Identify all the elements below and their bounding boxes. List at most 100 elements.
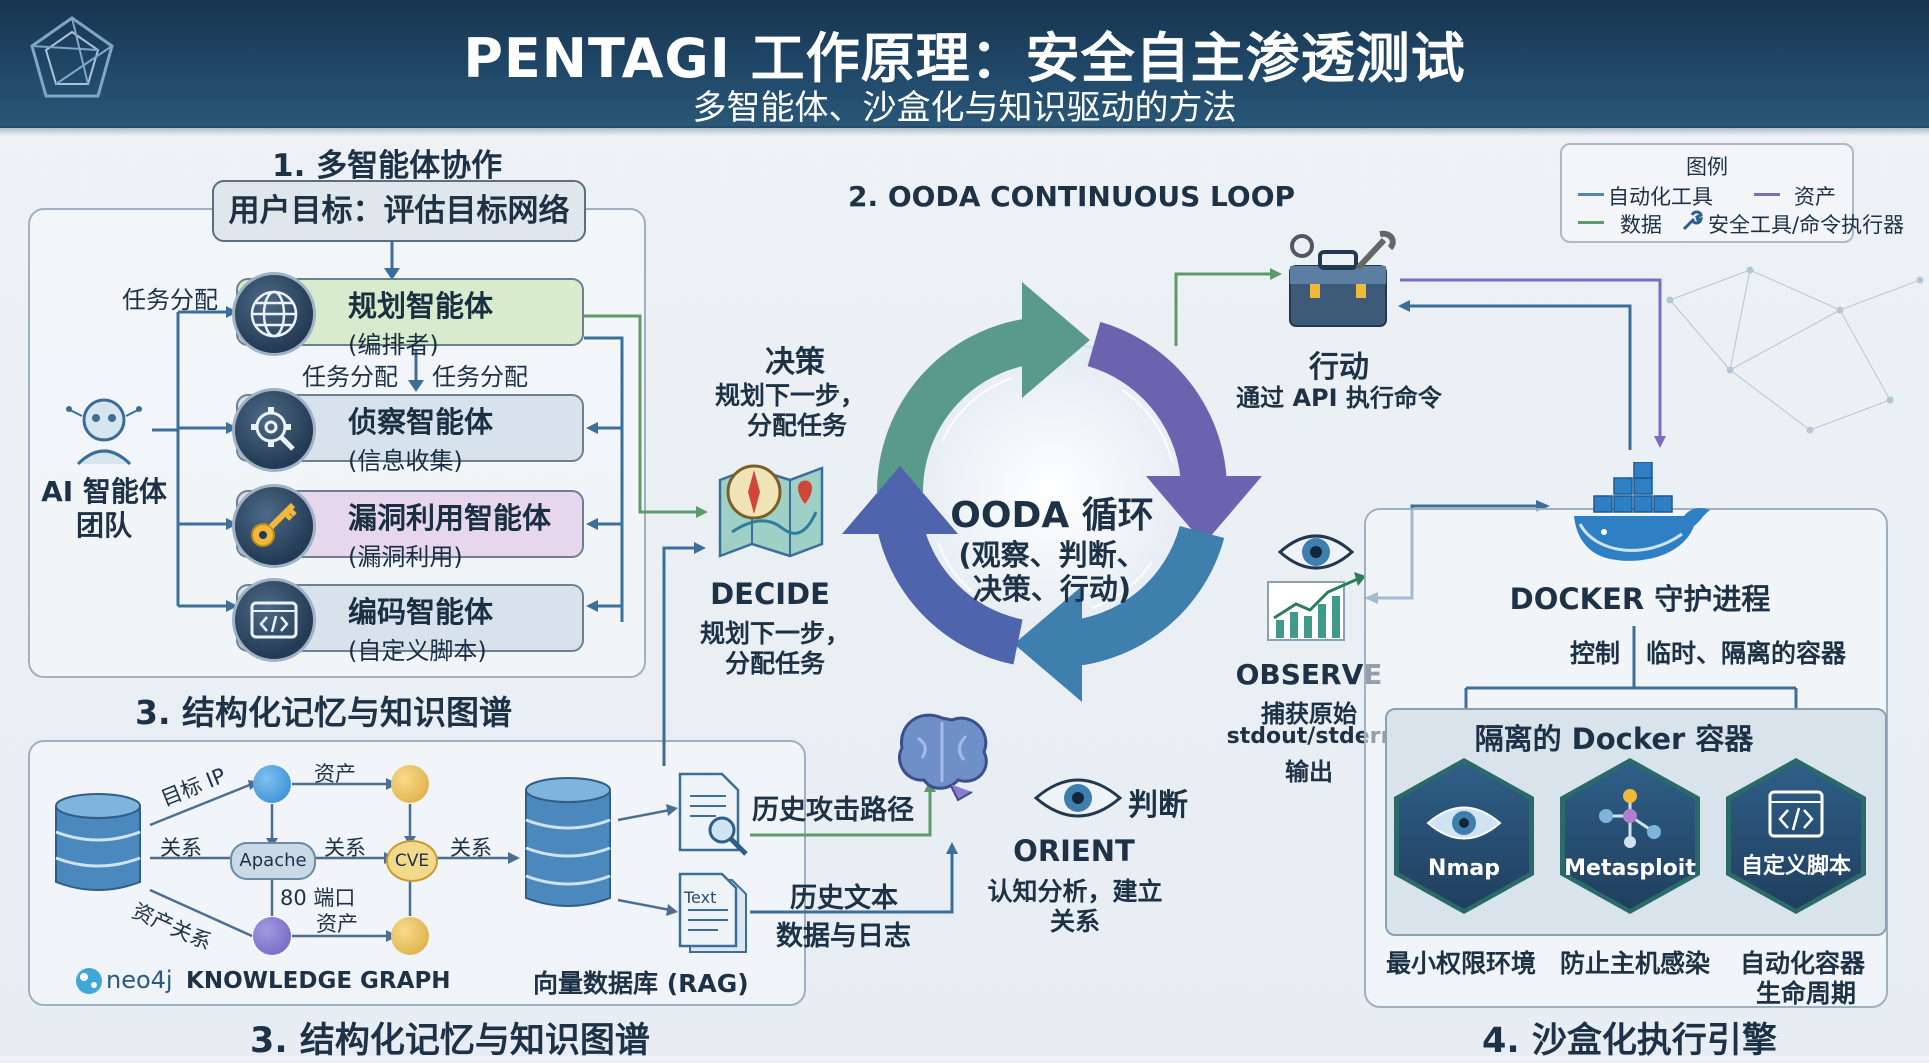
agent-name: 侦察智能体 <box>348 405 494 439</box>
docker-daemon-label: DOCKER 守护进程 <box>1509 582 1771 616</box>
edge-label-relation: 关系 <box>324 836 366 860</box>
section-memory-title: 3. 结构化记忆与知识图谱 <box>250 1021 650 1061</box>
ai-team-label: 团队 <box>75 509 132 542</box>
user-goal-box: 用户目标：评估目标网络 <box>212 180 586 242</box>
brain-icon <box>898 713 988 802</box>
ooda-loop-ring <box>842 282 1262 702</box>
agent-role: (漏洞利用) <box>348 543 463 571</box>
custom-script-tool: 自定义脚本 <box>1726 758 1866 914</box>
metasploit-tool: Metasploit <box>1560 758 1700 914</box>
decide-desc: 规划下一步， <box>714 381 865 410</box>
temp-containers-label: 临时、隔离的容器 <box>1646 639 1847 668</box>
tool-note: 自动化容器 <box>1740 949 1866 978</box>
task-assign-label: 任务分配 <box>122 286 218 314</box>
document-search-icon <box>678 772 748 856</box>
legend-item: 数据 <box>1620 213 1662 237</box>
agent-name: 规划智能体 <box>348 289 494 323</box>
edge-label-port: 80 端口 <box>280 886 356 910</box>
ooda-center-desc: 决策、行动) <box>972 572 1132 606</box>
act-connectors <box>1174 268 1666 450</box>
history-text-label: 历史文本 <box>790 883 898 914</box>
history-attack-path-label: 历史攻击路径 <box>752 795 914 826</box>
section-multi-agent-title: 1. 多智能体协作 <box>272 148 503 184</box>
cve-node: CVE <box>386 840 438 882</box>
task-assign-label: 任务分配 <box>432 363 528 391</box>
legend-title: 图例 <box>1686 155 1728 179</box>
section-ooda-title: 2. OODA CONTINUOUS LOOP <box>848 180 1296 213</box>
container-box-title: 隔离的 Docker 容器 <box>1474 722 1754 756</box>
tool-label: 自定义脚本 <box>1740 854 1851 879</box>
ooda-center-title: OODA 循环 <box>950 495 1154 536</box>
text-document-icon <box>678 872 747 953</box>
page-title: PENTAGI 工作原理：安全自主渗透测试 <box>463 27 1466 90</box>
legend-item: 安全工具/命令执行器 <box>1708 213 1905 237</box>
orient-desc: 关系 <box>1049 907 1100 936</box>
orient-en-label: ORIENT <box>1013 834 1135 868</box>
decide-desc: 分配任务 <box>724 649 825 678</box>
agent-role: (信息收集) <box>348 447 463 475</box>
legend-item: 自动化工具 <box>1608 185 1713 209</box>
apache-node: Apache <box>230 842 316 880</box>
eye-chart-icon <box>1267 534 1366 641</box>
vector-db-connectors <box>617 780 958 916</box>
agent-role: (自定义脚本) <box>348 637 487 665</box>
compass-map-icon <box>718 464 824 558</box>
legend-box: 图例 自动化工具 资产 数据 安全工具/命令执行器 <box>1560 143 1904 243</box>
page-subtitle: 多智能体、沙盒化与知识驱动的方法 <box>692 88 1237 128</box>
globe-icon <box>232 272 316 356</box>
orient-desc: 认知分析，建立 <box>987 877 1163 906</box>
act-label: 行动 <box>1309 350 1369 385</box>
decide-desc: 规划下一步， <box>699 619 850 648</box>
decide-connectors <box>584 314 708 766</box>
ooda-center-desc: (观察、判断、 <box>958 538 1146 572</box>
tool-note: 防止主机感染 <box>1560 949 1711 978</box>
docker-whale-icon <box>1574 462 1710 561</box>
vector-database-icon <box>525 777 611 907</box>
control-label: 控制 <box>1570 639 1621 668</box>
tool-note: 生命周期 <box>1756 979 1857 1008</box>
agent-role: (编排者) <box>348 331 439 359</box>
edge-label-asset: 资产 <box>316 912 358 936</box>
task-assign-label: 任务分配 <box>302 363 398 391</box>
edge-label-asset: 资产 <box>314 762 356 786</box>
decide-desc: 分配任务 <box>746 411 847 440</box>
orient-cn-label: 判断 <box>1128 788 1188 823</box>
neo4j-logo-icon <box>76 968 102 994</box>
code-window-icon <box>232 578 316 662</box>
tool-label: Metasploit <box>1564 856 1696 881</box>
graph-node <box>253 917 291 955</box>
graph-node <box>391 765 429 803</box>
neo4j-brand: neo4j <box>106 966 173 994</box>
agent-name: 编码智能体 <box>348 595 494 629</box>
eye-icon <box>1033 778 1123 818</box>
ai-robot-icon <box>66 398 142 466</box>
legend-item: 资产 <box>1794 185 1836 209</box>
gear-magnifier-icon <box>232 388 316 472</box>
eye-icon <box>1426 806 1502 840</box>
decide-cn-label: 决策 <box>765 345 825 380</box>
text-tag: Text <box>684 888 717 907</box>
section-memory-title-mid: 3. 结构化记忆与知识图谱 <box>135 693 512 732</box>
observe-label: OBSERVE <box>1235 658 1383 691</box>
agent-name: 漏洞利用智能体 <box>348 501 552 535</box>
edge-label-relation: 关系 <box>160 836 202 860</box>
wrench-icon <box>1682 210 1703 231</box>
edge-label-relation: 关系 <box>450 836 492 860</box>
observe-desc: 输出 <box>1285 758 1333 786</box>
database-icon <box>55 793 141 891</box>
header-banner: PENTAGI 工作原理：安全自主渗透测试 多智能体、沙盒化与知识驱动的方法 <box>0 0 1929 136</box>
section-sandbox-title: 4. 沙盒化执行引擎 <box>1482 1021 1777 1061</box>
ai-team-label: AI 智能体 <box>41 475 167 508</box>
observe-desc: stdout/stderr <box>1226 724 1392 749</box>
code-window-icon <box>1768 790 1824 838</box>
decide-en-label: DECIDE <box>710 577 830 611</box>
knowledge-graph-label: KNOWLEDGE GRAPH <box>186 968 451 994</box>
tool-note: 最小权限环境 <box>1386 949 1537 978</box>
history-text-label: 数据与日志 <box>776 921 911 952</box>
act-desc: 通过 API 执行命令 <box>1236 384 1442 412</box>
tool-label: Nmap <box>1428 856 1500 881</box>
nmap-tool: Nmap <box>1394 758 1534 914</box>
vector-db-label: 向量数据库 (RAG) <box>533 969 749 998</box>
pentagon-logo-icon <box>30 16 114 98</box>
network-nodes-icon <box>1599 789 1661 848</box>
